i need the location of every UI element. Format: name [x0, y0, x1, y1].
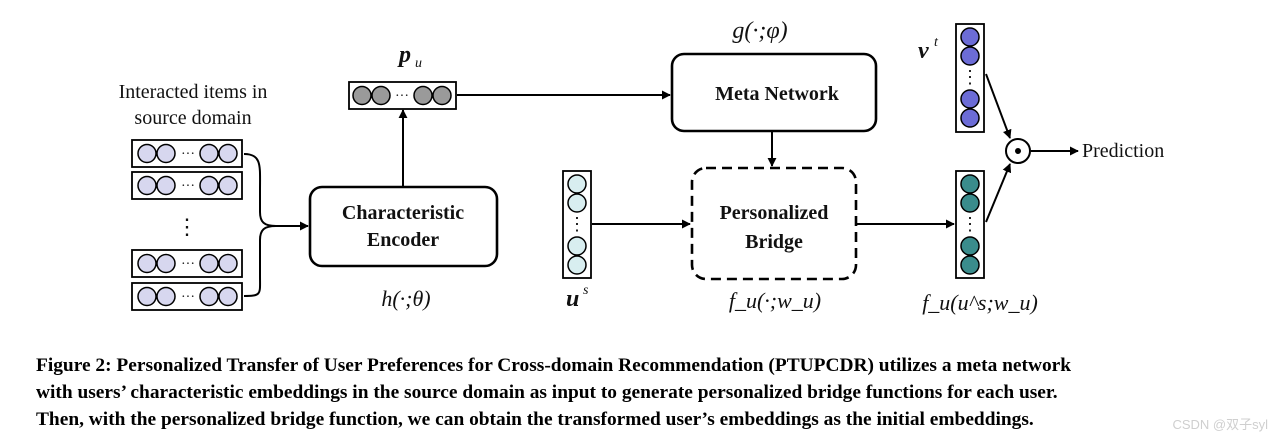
g-function-label: g(·;φ) — [732, 18, 787, 44]
figure-caption: Figure 2: Personalized Transfer of User … — [36, 352, 1266, 433]
personalized-bridge-line1: Personalized — [720, 202, 829, 224]
ptupcdr-diagram: Interacted items in source domain ··· ··… — [119, 18, 1165, 315]
arrow-output-to-dot — [985, 163, 1012, 223]
prediction-label: Prediction — [1082, 140, 1164, 162]
caption-line-3: Then, with the personalized bridge funct… — [36, 409, 1034, 430]
watermark: CSDN @双子syl — [1172, 417, 1268, 432]
personalized-bridge-box — [690, 166, 858, 281]
items-brace — [243, 153, 277, 297]
vt-embedding: ⋮ — [955, 23, 985, 133]
row-dots: ··· — [181, 147, 195, 162]
items-label-line2: source domain — [134, 107, 251, 129]
row-dots: ··· — [181, 290, 195, 305]
fu-us-label: f_u(u^s;w_u) — [922, 290, 1038, 315]
output-embedding: ⋮ — [955, 170, 985, 279]
items-vertical-dots: ⋮ — [176, 214, 198, 239]
pu-embedding: ··· — [348, 81, 457, 110]
h-function-label: h(·;θ) — [381, 286, 430, 311]
arrow-vt-to-dot — [985, 73, 1012, 139]
meta-network-box — [670, 52, 878, 133]
row-dots: ··· — [181, 257, 195, 272]
vt-dots: ⋮ — [961, 67, 979, 87]
row-dots: ··· — [181, 179, 195, 194]
meta-network-label: Meta Network — [715, 83, 840, 105]
item-embedding-row: ··· — [131, 139, 243, 168]
personalized-bridge-line2: Bridge — [745, 231, 803, 253]
pu-label-main: p — [397, 42, 411, 68]
item-embedding-row: ··· — [131, 249, 243, 278]
vt-label-sup: t — [934, 35, 939, 50]
caption-line-2: with users’ characteristic embeddings in… — [36, 382, 1058, 403]
us-embedding: ⋮ — [562, 170, 592, 279]
item-embedding-stack: ··· ··· ⋮ ··· ··· — [131, 139, 243, 311]
fu-function-label: f_u(·;w_u) — [729, 288, 821, 313]
us-label-main: u — [566, 286, 579, 312]
pu-dots: ··· — [395, 89, 409, 104]
vt-label-main: v — [918, 38, 929, 64]
items-label-line1: Interacted items in — [119, 81, 268, 103]
dot-product-operator — [1005, 138, 1031, 164]
output-dots: ⋮ — [961, 214, 979, 234]
us-dots: ⋮ — [568, 214, 586, 234]
pu-label-sub: u — [415, 56, 422, 71]
characteristic-encoder-line2: Encoder — [367, 229, 439, 251]
caption-line-1: Figure 2: Personalized Transfer of User … — [36, 355, 1072, 376]
characteristic-encoder-line1: Characteristic — [342, 202, 464, 224]
us-label-sup: s — [583, 283, 589, 298]
characteristic-encoder-box — [308, 185, 499, 268]
item-embedding-row: ··· — [131, 171, 243, 200]
item-embedding-row: ··· — [131, 282, 243, 311]
